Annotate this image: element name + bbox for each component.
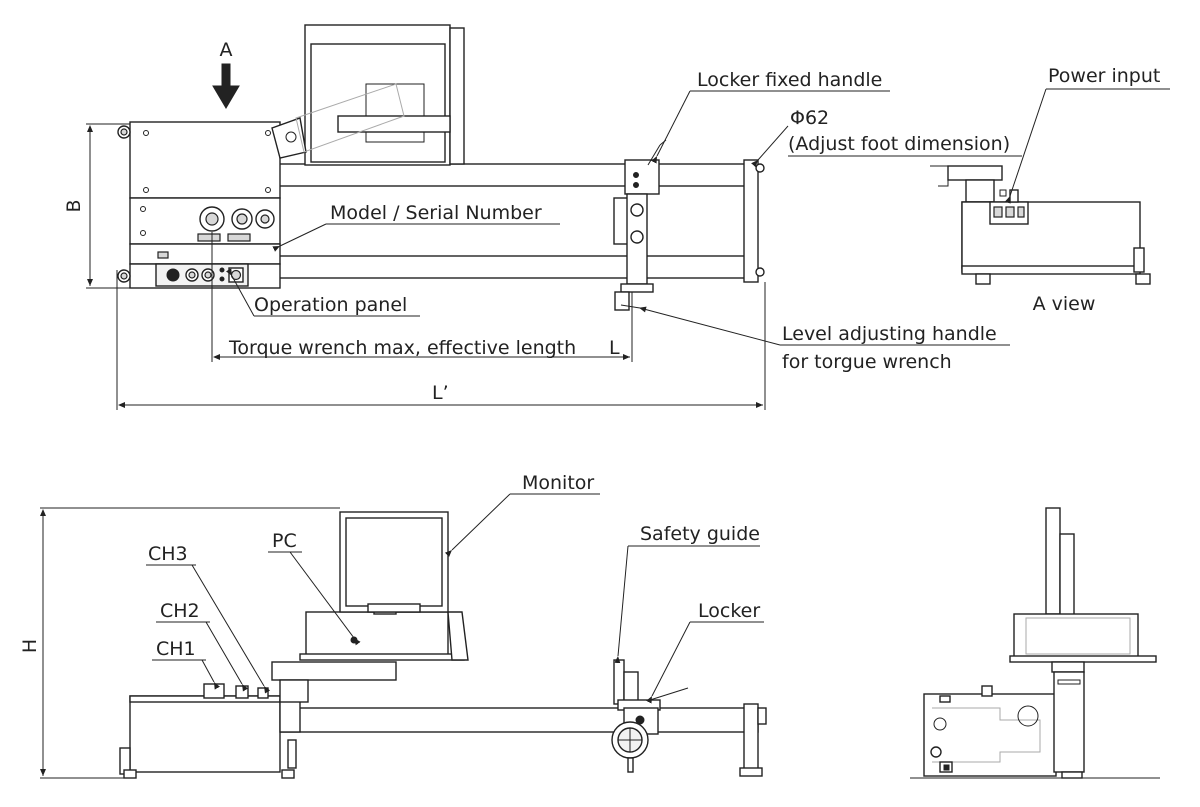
end-stand-front [739, 703, 767, 777]
dimension-h: H [19, 507, 340, 779]
monitor-label: Monitor [522, 472, 594, 494]
monitor-front [339, 511, 449, 613]
dimension-l: Torque wrench max, effective length L [211, 232, 633, 362]
a-view-label: A view [1033, 293, 1096, 315]
model-serial-label: Model / Serial Number [330, 202, 542, 224]
adjust-foot-label: (Adjust foot dimension) [788, 133, 1010, 155]
main-body-front [119, 683, 301, 779]
level-adjusting-label-1: Level adjusting handle [782, 323, 997, 345]
end-stand-top [743, 159, 765, 283]
view-a-arrow-label: A [220, 39, 233, 61]
locker-label: Locker [698, 600, 760, 622]
a-view: A view Power input [930, 65, 1170, 315]
locker-front [611, 659, 689, 773]
operation-panel [155, 263, 249, 287]
power-input-label: Power input [1048, 65, 1160, 87]
monitor-arm-front [271, 607, 469, 703]
phi62-label: Φ62 [790, 107, 829, 129]
view-a-arrow: A [212, 39, 240, 109]
pc-label: PC [272, 530, 297, 552]
side-view [910, 507, 1160, 779]
ch3-label: CH3 [148, 543, 188, 565]
locker-fixed-handle-label: Locker fixed handle [697, 69, 882, 91]
top-view: A B [63, 24, 1022, 410]
dimension-l-prime-label: L’ [432, 382, 449, 404]
dimension-l-label: L [609, 337, 620, 359]
front-view: H [19, 472, 767, 779]
front-rail [279, 707, 759, 733]
lower-rail [277, 255, 757, 279]
main-body-top [117, 121, 281, 289]
level-adjusting-label-2: for torgue wrench [782, 351, 952, 373]
dimension-h-label: H [19, 639, 41, 653]
dimension-b: B [63, 123, 130, 289]
operation-panel-label: Operation panel [254, 294, 407, 316]
dimension-l-prime: L’ [116, 270, 766, 410]
torque-wrench-length-label: Torque wrench max, effective length [228, 337, 576, 359]
monitor-top [271, 24, 465, 166]
dimension-b-label: B [63, 199, 85, 212]
ch2-label: CH2 [160, 600, 200, 622]
upper-rail [277, 163, 757, 187]
safety-guide-label: Safety guide [640, 523, 760, 545]
ch1-label: CH1 [156, 638, 196, 660]
locker-assembly-top [613, 139, 667, 311]
